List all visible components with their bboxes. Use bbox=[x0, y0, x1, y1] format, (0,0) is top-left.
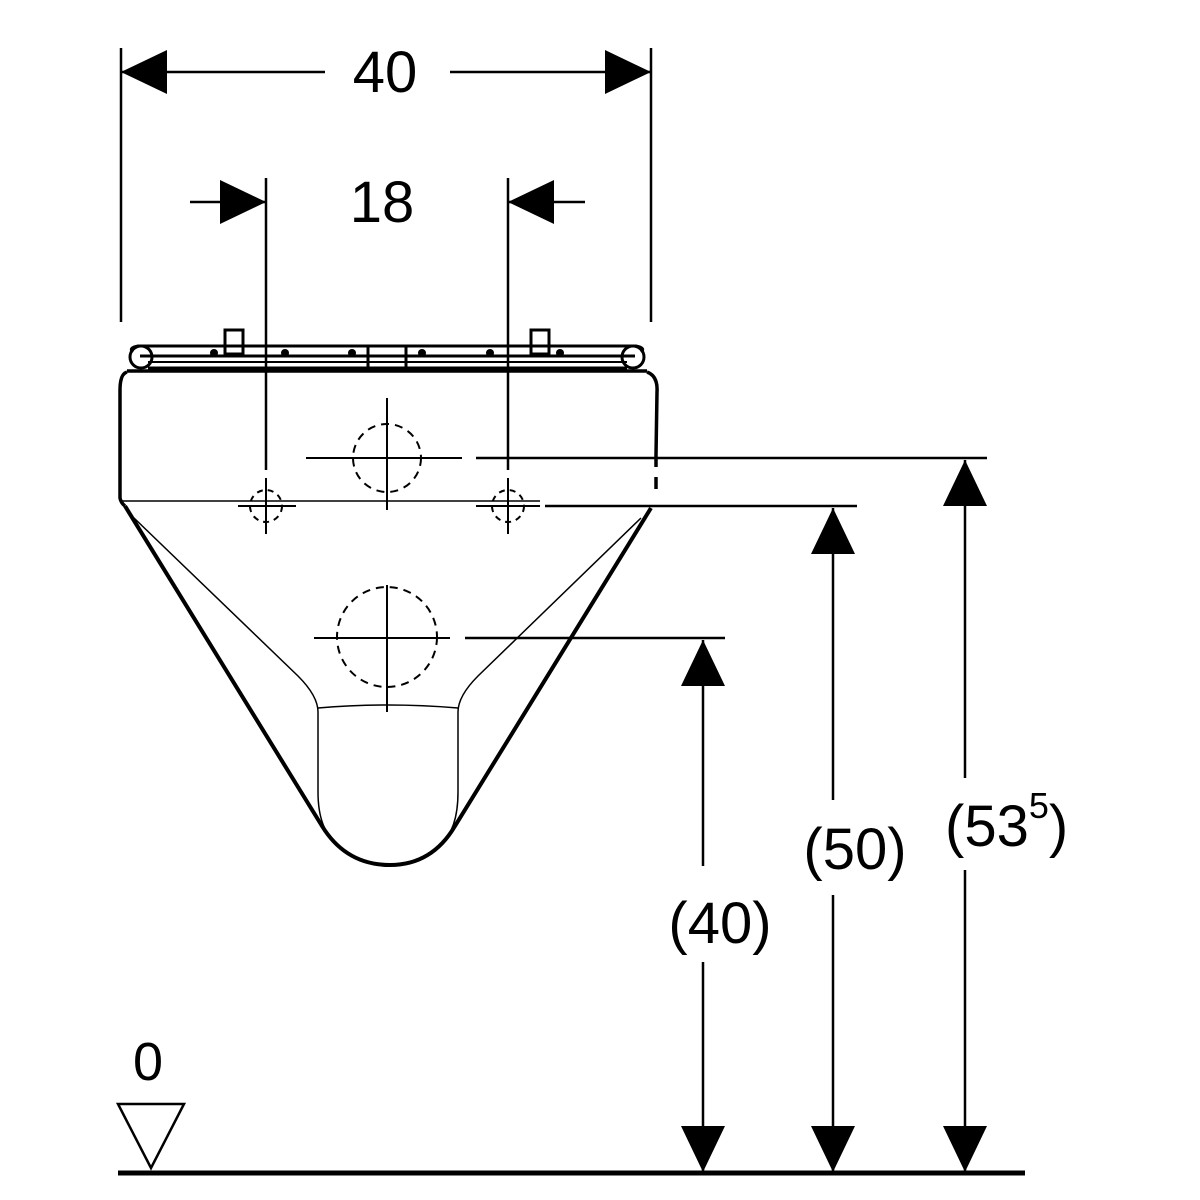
seat-bracket-right bbox=[529, 328, 551, 356]
seat-rivet bbox=[210, 349, 218, 357]
seat-rivet bbox=[281, 349, 289, 357]
overall-width-label: 40 bbox=[353, 40, 418, 105]
top-inlet-arrow-bottom bbox=[943, 1126, 987, 1172]
height-outlet-dimension: (40) bbox=[668, 640, 772, 1172]
seat-rivet bbox=[418, 349, 426, 357]
fixing-hole-right bbox=[476, 478, 540, 534]
height-top-inlet-superscript: 5 bbox=[1029, 785, 1049, 826]
width-arrow-right bbox=[605, 50, 651, 94]
seat-rivet bbox=[348, 349, 356, 357]
fixing-spacing-dimension: 18 bbox=[190, 170, 585, 470]
bowl-inner-right bbox=[439, 517, 642, 846]
fixing-arrow-left bbox=[220, 180, 266, 224]
bowl-inner-left bbox=[133, 517, 339, 846]
height-top-inlet-main: (53 bbox=[945, 794, 1029, 859]
fixing-hole-left bbox=[238, 478, 296, 534]
floor-level-triangle-icon bbox=[115, 1102, 187, 1171]
fixing-height-arrow-top bbox=[811, 508, 855, 554]
seat-rivet bbox=[556, 349, 564, 357]
fixing-height-arrow-bottom bbox=[811, 1126, 855, 1172]
floor-level-label: 0 bbox=[133, 1032, 163, 1092]
wc-pan-outline bbox=[118, 328, 659, 868]
seat-center-clip bbox=[366, 344, 408, 370]
height-fixing-dimension: (50) bbox=[803, 508, 907, 1172]
overall-width-dimension: 40 bbox=[119, 40, 653, 322]
waste-outlet-symbol bbox=[314, 585, 450, 712]
width-arrow-left bbox=[121, 50, 167, 94]
height-top-inlet-dimension: (535) bbox=[943, 460, 1068, 1172]
height-top-inlet-close: ) bbox=[1049, 794, 1068, 859]
outlet-arrow-bottom bbox=[681, 1126, 725, 1172]
seat-rivet bbox=[486, 349, 494, 357]
height-outlet-label: (40) bbox=[668, 891, 771, 956]
top-inlet-arrow-top bbox=[943, 460, 987, 506]
seat-hinge-left bbox=[128, 344, 154, 370]
height-top-inlet-label: (535) bbox=[945, 785, 1068, 859]
top-inlet-symbol bbox=[306, 398, 462, 510]
floor-reference: 0 bbox=[115, 1032, 1025, 1176]
outlet-arrow-top bbox=[681, 640, 725, 686]
body-right-side bbox=[646, 370, 659, 456]
body-left-side bbox=[118, 370, 128, 508]
seat-hinge-right bbox=[620, 344, 646, 370]
seat-bracket-left bbox=[223, 328, 245, 356]
height-fixing-label: (50) bbox=[803, 817, 906, 882]
fixing-spacing-label: 18 bbox=[350, 170, 415, 235]
fixing-arrow-right bbox=[508, 180, 554, 224]
